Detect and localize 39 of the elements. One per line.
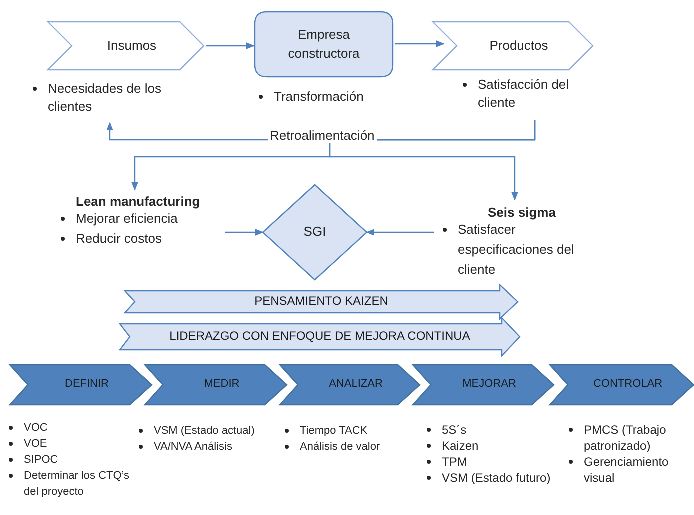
node-label: MEJORAR bbox=[462, 377, 516, 392]
arrow bbox=[329, 120, 536, 201]
node-label: ANALIZAR bbox=[329, 377, 383, 392]
bullet-item: VOC bbox=[24, 420, 140, 436]
node-label: Productos bbox=[490, 36, 548, 55]
bullet-item: Gerenciamiento visual bbox=[584, 454, 694, 486]
bullet-item: Tiempo TACK bbox=[300, 423, 416, 439]
bullet-item: Kaizen bbox=[442, 438, 568, 454]
heading-text: Seis sigma bbox=[487, 205, 557, 220]
bullet-item: Reducir costos bbox=[76, 229, 221, 249]
bullet-item: PMCS (Trabajo patronizado) bbox=[584, 422, 694, 454]
bullet-item: Análisis de valor bbox=[300, 439, 416, 455]
node-label: SGI bbox=[304, 223, 326, 242]
bullet-item: TPM bbox=[442, 454, 568, 470]
bullet-item: VOE bbox=[24, 436, 140, 452]
bullet-item: VSM (Estado actual) bbox=[154, 423, 280, 439]
bullet-item: Transformación bbox=[274, 89, 420, 105]
arrow bbox=[206, 42, 255, 50]
bullet-item: VA/NVA Análisis bbox=[154, 439, 280, 455]
bullet-item: Determinar los CTQ’s del proyecto bbox=[24, 468, 140, 500]
bullet-item: Mejorar eficiencia bbox=[76, 209, 221, 229]
node-label: Empresa constructora bbox=[287, 26, 361, 62]
bullet-item: Satisfacer especificaciones del cliente bbox=[458, 220, 588, 280]
arrow bbox=[395, 40, 445, 48]
bullet-item: 5S´s bbox=[442, 422, 568, 438]
node-label: Insumos bbox=[107, 36, 157, 55]
heading-text: Lean manufacturing bbox=[75, 194, 202, 209]
node-label: PENSAMIENTO KAIZEN bbox=[254, 293, 388, 310]
bullet-item: SIPOC bbox=[24, 452, 140, 468]
node-label: DEFINIR bbox=[65, 377, 109, 392]
arrow bbox=[366, 229, 434, 236]
arrow bbox=[225, 229, 264, 236]
bullet-item: Necesidades de los clientes bbox=[48, 80, 198, 116]
node-label: MEDIR bbox=[204, 377, 240, 392]
edge-label: Retroalimentación bbox=[268, 128, 377, 143]
bullet-item: Satisfacción del cliente bbox=[478, 76, 598, 112]
node-label: CONTROLAR bbox=[593, 377, 663, 392]
bullet-item: VSM (Estado futuro) bbox=[442, 470, 568, 486]
node-label: LIDERAZGO CON ENFOQUE DE MEJORA CONTINUA bbox=[170, 328, 470, 346]
